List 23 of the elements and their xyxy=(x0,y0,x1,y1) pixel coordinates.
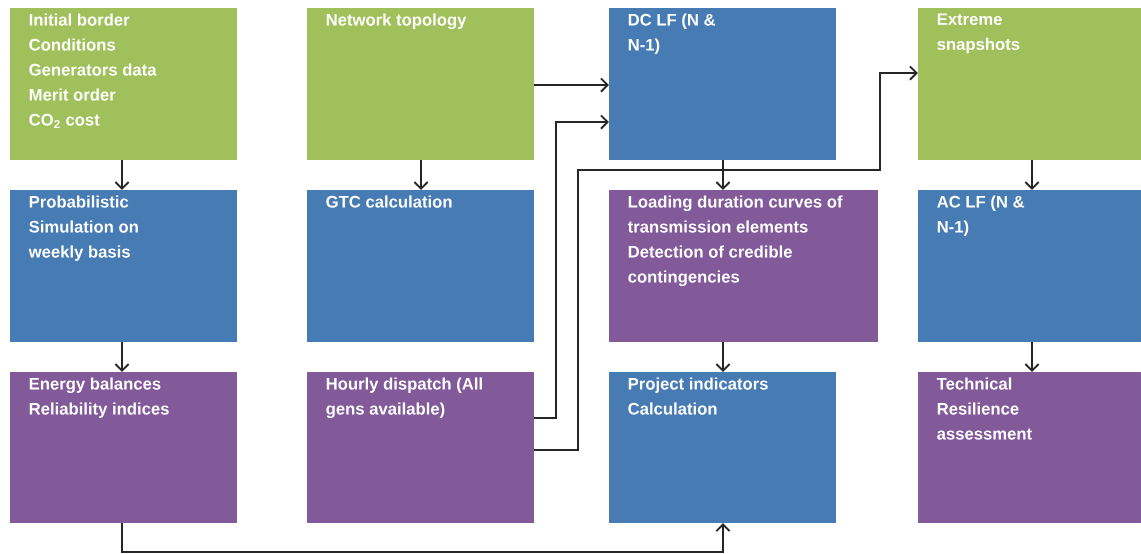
arrow xyxy=(533,65,918,451)
process-box: Energy balances Reliability indices xyxy=(10,372,237,523)
arrow xyxy=(533,77,609,93)
process-box: Network topology xyxy=(307,8,534,160)
process-box: GTC calculation xyxy=(307,190,534,342)
arrow xyxy=(121,522,731,553)
process-box: Initial border Conditions Generators data Merit order CO$_{2}$ cost xyxy=(10,8,237,160)
arrow xyxy=(413,159,429,190)
arrow xyxy=(1024,341,1040,372)
process-box: Technical Resilience assessment xyxy=(918,372,1141,523)
process-box: DC LF (N & N-1) xyxy=(609,8,836,160)
process-box: Project indicators Calculation xyxy=(609,372,836,523)
process-box: Probabilistic Simulation on weekly basis xyxy=(10,190,237,342)
arrow xyxy=(114,159,130,190)
arrow xyxy=(114,341,130,372)
process-box: Loading duration curves of transmission elements Detection of credible contingencies xyxy=(609,190,878,342)
process-box: Hourly dispatch (All gens available) xyxy=(307,372,534,523)
arrow xyxy=(715,159,731,190)
arrow xyxy=(1024,159,1040,190)
arrow xyxy=(715,341,731,372)
process-box: Extreme snapshots xyxy=(918,8,1141,160)
arrow xyxy=(533,114,609,419)
process-box: AC LF (N & N-1) xyxy=(918,190,1141,342)
